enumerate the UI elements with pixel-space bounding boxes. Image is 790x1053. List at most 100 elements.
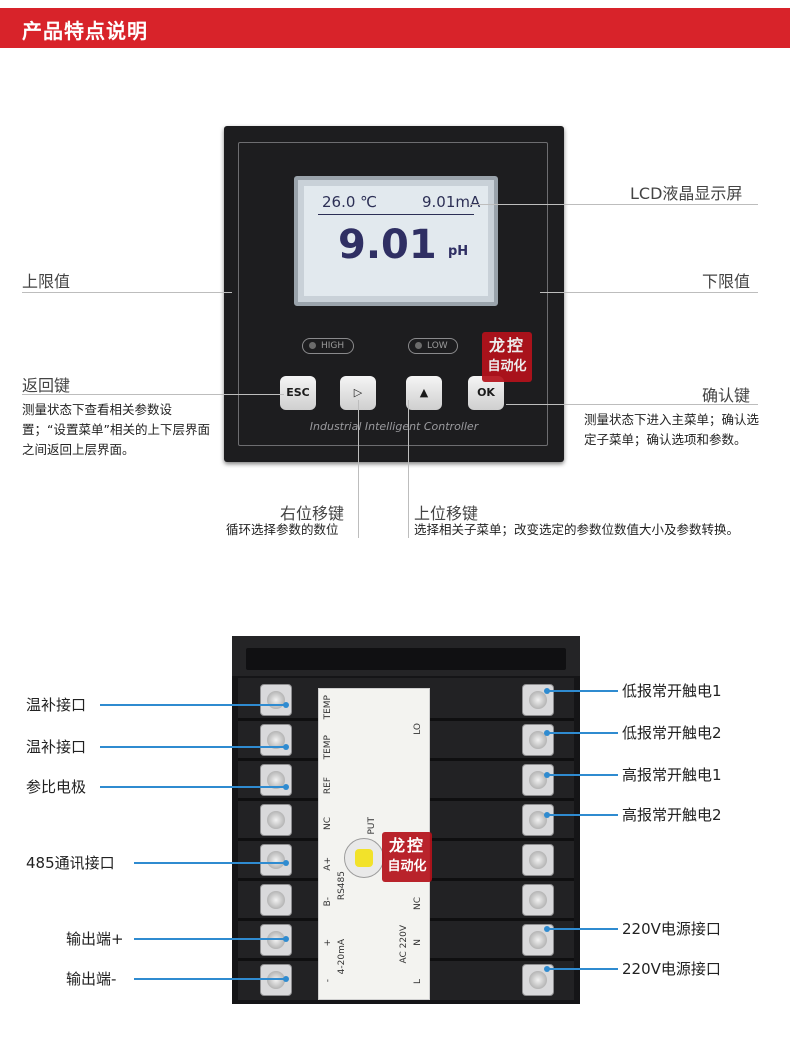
terminal-screw [260,884,292,916]
plate-rs485: RS485 [337,871,347,901]
terminal-screw [522,804,554,836]
plate-put: PUT [367,817,377,835]
rear-right-leader [546,732,618,734]
low-led-icon [415,342,422,349]
confirm-key-label: 确认键 [702,386,751,405]
rear-left-label: 温补接口 [26,738,87,756]
plate-b: B- [323,897,333,907]
low-led-indicator: LOW [408,338,458,354]
right-shift-leader-line [358,400,359,538]
lcd-unit: pH [448,244,469,259]
up-shift-description: 选择相关子菜单；改变选定的参数位数值大小及参数转换。 [414,522,740,537]
rear-right-label: 高报常开触电1 [622,766,722,784]
leader-dot [283,860,289,866]
section-title: 产品特点说明 [22,19,148,43]
upper-limit-label: 上限值 [22,272,71,291]
up-shift-label: 上位移键 [414,504,479,523]
right-shift-description: 循环选择参数的数位 [226,522,339,537]
rear-left-leader [100,786,286,788]
rear-housing-top [232,636,580,676]
rear-left-leader [134,978,286,980]
rear-left-leader [100,746,286,748]
watermark-line1: 龙控 [488,336,525,355]
rear-watermark-line1: 龙控 [388,836,425,855]
rear-housing-slot [246,648,566,670]
lower-limit-label: 下限值 [702,272,751,291]
rear-right-leader [546,928,618,930]
rear-right-label: 低报常开触电1 [622,682,722,700]
rear-right-leader [546,814,618,816]
terminal-screw [522,964,554,996]
leader-dot [283,744,289,750]
watermark-logo: 龙控 自动化 [482,332,532,382]
terminal-screw [260,804,292,836]
plate-l: L [413,979,423,985]
rear-right-label: 220V电源接口 [622,920,721,938]
leader-dot [283,784,289,790]
potentiometer-knob [344,838,384,878]
plate-a: A+ [323,857,333,871]
terminal-block: TEMP TEMP REF NC A+ B- RS485 + 4-20mA - … [238,678,574,1000]
rear-left-label: 输出端+ [66,930,124,948]
terminal-screw [260,964,292,996]
panel-bezel [238,142,548,446]
rear-right-leader [546,968,618,970]
leader-dot [283,976,289,982]
terminal-screw [260,684,292,716]
terminal-screw [260,724,292,756]
controller-rear-panel: TEMP TEMP REF NC A+ B- RS485 + 4-20mA - … [232,636,580,1004]
high-led-label: HIGH [321,341,345,351]
rear-left-leader [100,704,286,706]
back-key-leader-line [22,394,284,395]
lcd-temperature: 26.0 ℃ [322,193,378,211]
controller-front-panel: 26.0 ℃ 9.01mA 9.01 pH HIGH LOW ESC ▷ ▲ O… [224,126,564,462]
upper-limit-leader-line [22,292,232,293]
lcd-current: 9.01mA [422,193,481,211]
lcd-screen: 26.0 ℃ 9.01mA 9.01 pH [304,186,488,296]
rear-left-leader [134,938,286,940]
plate-ma: 4-20mA [337,939,347,975]
lcd-main-value: 9.01 [338,222,437,268]
rear-left-leader [134,862,286,864]
panel-brand-text: Industrial Intelligent Controller [309,420,479,433]
rear-left-label: 输出端- [66,970,117,988]
confirm-key-description: 测量状态下进入主菜单；确认选定子菜单；确认选项和参数。 [584,412,760,447]
lcd-leader-line [470,204,758,205]
lcd-display: 26.0 ℃ 9.01mA 9.01 pH [294,176,498,306]
confirm-key-leader-line [506,404,758,405]
plate-lo: LO [413,723,423,735]
plate-ref: REF [323,777,333,795]
plate-n: N [413,939,423,946]
terminal-screw [260,764,292,796]
high-led-icon [309,342,316,349]
rear-watermark-line2: 自动化 [387,859,427,874]
back-key-label: 返回键 [22,376,71,395]
low-led-label: LOW [427,341,448,351]
rear-right-leader [546,774,618,776]
rear-right-label: 220V电源接口 [622,960,721,978]
back-key-description: 测量状态下查看相关参数设置；“设置菜单”相关的上下层界面之间返回上层界面。 [22,402,210,457]
rear-right-label: 低报常开触电2 [622,724,722,742]
rear-right-leader [546,690,618,692]
section-banner: 产品特点说明 [0,8,790,48]
up-shift-button[interactable]: ▲ [406,376,442,410]
terminal-screw [522,764,554,796]
plate-nc1: NC [323,817,333,831]
knob-cap [355,849,373,867]
rear-left-label: 485通讯接口 [26,854,115,872]
terminal-screw [522,724,554,756]
rear-right-label: 高报常开触电2 [622,806,722,824]
terminal-screw [522,844,554,876]
leader-dot [283,702,289,708]
plate-plus: + [323,939,333,947]
high-led-indicator: HIGH [302,338,354,354]
rear-left-label: 参比电极 [26,778,87,796]
terminal-screw [522,884,554,916]
lcd-divider [318,214,474,215]
lower-limit-leader-line [540,292,758,293]
watermark-line2: 自动化 [487,359,527,374]
plate-temp2: TEMP [323,735,333,760]
esc-button[interactable]: ESC [280,376,316,410]
plate-nc2: NC [413,897,423,911]
plate-temp1: TEMP [323,695,333,720]
